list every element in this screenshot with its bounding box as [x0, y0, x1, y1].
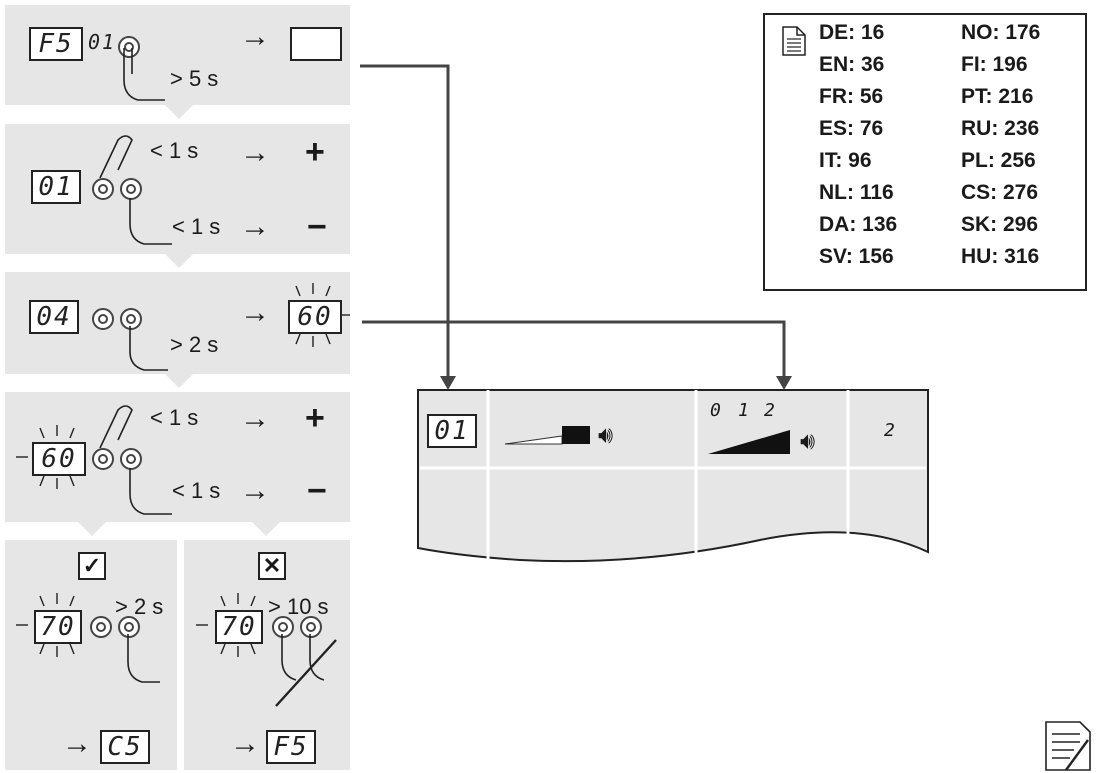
cancel-button-left[interactable] [272, 616, 294, 638]
checkbox-checked-icon: ✓ [78, 552, 106, 580]
language-codes-box: DE: 16 EN: 36 FR: 56 ES: 76 IT: 96 NL: 1… [763, 13, 1087, 291]
step4-inc-button[interactable] [92, 448, 114, 470]
confirm-display: 70 [34, 610, 82, 644]
checkbox-cross-icon: ✕ [258, 552, 286, 580]
lang-code: IT: 96 [819, 149, 872, 172]
lang-code: FI: 196 [961, 53, 1028, 76]
speaker-icon: 🔊︎ [800, 428, 816, 455]
confirm-button-right[interactable] [118, 616, 140, 638]
step1-duration: > 5 s [170, 66, 219, 91]
table-param-display: 01 [427, 414, 477, 448]
step1-notch [165, 105, 193, 119]
step3-notch [165, 374, 193, 388]
step3-button-right[interactable] [120, 308, 142, 330]
lang-code: NO: 176 [961, 21, 1041, 44]
step4-inc-time: < 1 s [150, 405, 199, 430]
cancel-duration: > 10 s [268, 594, 329, 619]
lang-code: FR: 56 [819, 85, 884, 108]
confirm-result-display: C5 [100, 730, 150, 764]
step1-digits: 01 [88, 30, 117, 54]
cancel-button-right[interactable] [300, 616, 322, 638]
default-value: 2 [884, 420, 895, 441]
lang-code: NL: 116 [819, 181, 894, 204]
step3-button-left [92, 308, 114, 330]
confirm-arrow: → [62, 727, 92, 760]
blank-display [290, 27, 342, 61]
step4-notch-left [78, 522, 106, 536]
step2-inc-time: < 1 s [150, 138, 199, 163]
volume-ramp-high [708, 430, 790, 454]
plus-sign: + [305, 133, 325, 171]
plus-sign: + [305, 399, 325, 437]
step2-inc-arrow: → [240, 136, 270, 169]
step2-dec-arrow: → [240, 210, 270, 243]
lang-code: CS: 276 [961, 181, 1039, 204]
confirm-button-left [90, 616, 112, 638]
step4-dec-arrow: → [240, 474, 270, 507]
cancel-result-display: F5 [266, 730, 316, 764]
step3-display: 04 [29, 300, 79, 334]
lang-code: ES: 76 [819, 117, 884, 140]
step2-notch [165, 254, 193, 268]
step2-dec-button[interactable] [120, 178, 142, 200]
lang-code: EN: 36 [819, 53, 885, 76]
step3-duration: > 2 s [170, 332, 219, 357]
lang-code: DA: 136 [819, 213, 898, 236]
scale-label-0: 0 [710, 400, 721, 421]
document-icon [782, 26, 806, 56]
step1-arrow: → [240, 20, 270, 53]
step3-result-display: 60 [288, 300, 342, 334]
lang-code: SK: 296 [961, 213, 1039, 236]
step4-display: 60 [32, 442, 86, 476]
step4-inc-arrow: → [240, 402, 270, 435]
cancel-display: 70 [215, 610, 263, 644]
minus-sign: − [307, 472, 327, 510]
confirm-duration: > 2 s [115, 594, 164, 619]
step2-inc-button[interactable] [92, 178, 114, 200]
step4-dec-time: < 1 s [172, 478, 221, 503]
step2-display: 01 [31, 170, 81, 204]
step4-notch-right [252, 522, 280, 536]
lang-code: RU: 236 [961, 117, 1040, 140]
scale-label-2: 2 [764, 400, 775, 421]
minus-sign: − [307, 208, 327, 246]
scale-label-1: 1 [738, 400, 749, 421]
step1-display: F5 [29, 27, 83, 61]
speaker-icon: 🔊︎ [598, 422, 614, 449]
step3-arrow: → [240, 296, 270, 329]
lang-code: DE: 16 [819, 21, 885, 44]
lang-code: HU: 316 [961, 245, 1040, 268]
lang-code: SV: 156 [819, 245, 894, 268]
lang-code: PL: 256 [961, 149, 1036, 172]
cancel-arrow: → [230, 727, 260, 760]
step2-dec-time: < 1 s [172, 214, 221, 239]
step4-dec-button[interactable] [120, 448, 142, 470]
lang-code: PT: 216 [961, 85, 1034, 108]
